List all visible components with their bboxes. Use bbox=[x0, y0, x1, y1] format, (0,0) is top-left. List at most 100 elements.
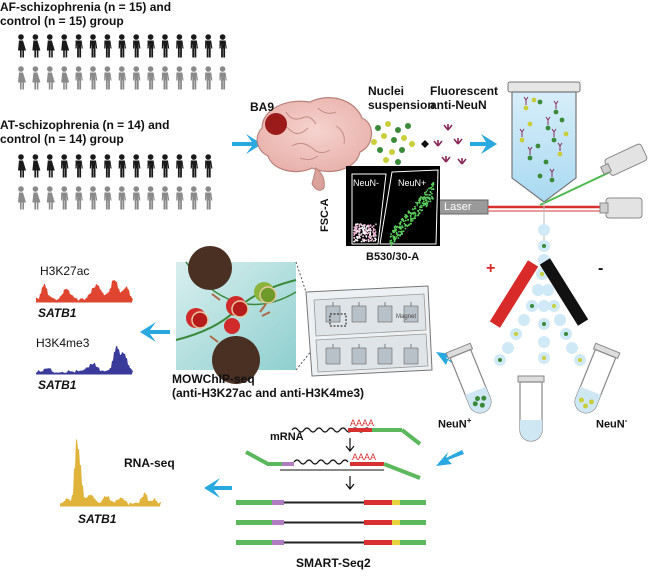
facs-point-neg bbox=[369, 232, 372, 235]
h3k27ac-gene: SATB1 bbox=[38, 306, 77, 320]
microfluidic-chip bbox=[305, 285, 433, 377]
droplet bbox=[542, 284, 554, 296]
smartseq-title: SMART-Seq2 bbox=[296, 556, 371, 570]
mowchip-zoom bbox=[175, 246, 337, 384]
arrow-to-rnaseq bbox=[204, 478, 232, 498]
facs-point-neg bbox=[355, 232, 357, 234]
nuclei-label-line2: suspension bbox=[368, 98, 435, 112]
nucleus-dot bbox=[527, 121, 533, 127]
droplet bbox=[518, 314, 530, 326]
facs-point-pos bbox=[424, 197, 427, 200]
cdna-insert bbox=[284, 501, 364, 504]
minus-sign: - bbox=[598, 260, 604, 277]
facs-point-pos bbox=[418, 199, 420, 202]
facs-point-pos bbox=[395, 228, 397, 231]
facs-point-neg bbox=[369, 228, 371, 231]
cdna-tso bbox=[272, 520, 284, 525]
facs-point-neg bbox=[363, 227, 366, 230]
facs-point-pos bbox=[396, 234, 399, 237]
facs-point-neg bbox=[368, 236, 371, 239]
sample-tube bbox=[507, 81, 581, 203]
facs-point-pos bbox=[405, 214, 407, 217]
person-icon bbox=[147, 154, 155, 178]
chip-chamber bbox=[351, 347, 367, 365]
facs-point-neg bbox=[365, 235, 368, 238]
smartseq-diagram bbox=[236, 427, 426, 545]
droplet bbox=[538, 224, 550, 236]
cdna-adapter bbox=[236, 500, 272, 505]
droplet-stream bbox=[494, 224, 586, 366]
person-icon bbox=[61, 66, 70, 90]
person-icon bbox=[61, 34, 70, 58]
facs-point-pos bbox=[404, 219, 407, 222]
laser-label: Laser bbox=[444, 201, 472, 213]
cdna-polya bbox=[364, 520, 392, 525]
person-icon bbox=[190, 34, 198, 58]
facs-point-neg bbox=[356, 223, 358, 226]
facs-point-neg bbox=[369, 239, 372, 242]
facs-point-neg bbox=[355, 229, 358, 231]
person-icon bbox=[104, 154, 112, 178]
person-icon bbox=[32, 186, 41, 210]
facs-point-neg bbox=[374, 232, 377, 235]
cdna-adapter bbox=[400, 540, 426, 545]
facs-point-pos bbox=[421, 202, 424, 204]
brain-illustration bbox=[256, 97, 373, 191]
at-group-title-line2: control (n = 14) group bbox=[0, 132, 124, 146]
facs-point-pos bbox=[392, 231, 395, 233]
person-icon bbox=[133, 186, 141, 210]
facs-point-pos bbox=[426, 202, 429, 205]
facs-point-neg bbox=[355, 227, 358, 230]
nucleus-dot bbox=[535, 143, 541, 149]
facs-point-pos bbox=[420, 204, 422, 207]
person-icon bbox=[46, 66, 55, 90]
facs-point-pos bbox=[428, 198, 431, 201]
facs-point-pos bbox=[412, 217, 415, 220]
facs-point-neg bbox=[364, 228, 367, 231]
facs-point-neg bbox=[367, 226, 370, 228]
facs-point-neg bbox=[362, 228, 364, 231]
facs-point-pos bbox=[391, 242, 394, 245]
facs-point-pos bbox=[406, 215, 409, 218]
facs-point-neg bbox=[372, 227, 375, 230]
person-icon bbox=[176, 66, 184, 90]
facs-point-pos bbox=[393, 226, 396, 229]
facs-point-neg bbox=[363, 238, 366, 241]
facs-point-pos bbox=[394, 237, 397, 240]
droplet bbox=[566, 342, 578, 354]
facs-point-pos bbox=[409, 222, 412, 225]
facs-point-neg bbox=[372, 229, 375, 232]
facs-point-neg bbox=[356, 237, 359, 240]
facs-point-pos bbox=[401, 226, 404, 229]
facs-point-pos bbox=[424, 202, 427, 205]
facs-point-neg bbox=[362, 230, 365, 232]
laser-system bbox=[437, 143, 648, 240]
tube-waste bbox=[517, 375, 545, 442]
af-group-title-line1: AF-schizophrenia (n = 15) and bbox=[0, 0, 172, 14]
facs-point-pos bbox=[430, 186, 433, 189]
person-icon bbox=[176, 34, 184, 58]
nucleus-dot bbox=[527, 155, 533, 161]
person-icon bbox=[18, 66, 26, 90]
antibody-mark bbox=[545, 116, 551, 125]
facs-point-neg bbox=[374, 239, 377, 242]
cdna-adapter bbox=[400, 500, 426, 505]
facs-point-pos bbox=[401, 230, 403, 233]
facs-point-pos bbox=[424, 199, 427, 202]
chip-chamber bbox=[403, 347, 419, 365]
nucleus-dot bbox=[537, 173, 543, 179]
antibody-label-line1: Fluorescent bbox=[430, 84, 499, 98]
facs-point-pos bbox=[397, 237, 400, 239]
facs-point-neg bbox=[374, 237, 377, 240]
facs-point-pos bbox=[418, 201, 421, 203]
facs-point-pos bbox=[422, 204, 425, 207]
person-icon bbox=[118, 154, 126, 178]
positive-electrode bbox=[489, 260, 539, 328]
negative-electrode bbox=[539, 258, 589, 326]
facs-point-pos bbox=[416, 202, 419, 205]
nucleus-dot bbox=[551, 137, 557, 143]
facs-point-pos bbox=[428, 187, 430, 190]
facs-point-neg bbox=[359, 227, 362, 230]
facs-point-pos bbox=[414, 212, 417, 215]
h3k4me3-gene: SATB1 bbox=[38, 378, 77, 392]
